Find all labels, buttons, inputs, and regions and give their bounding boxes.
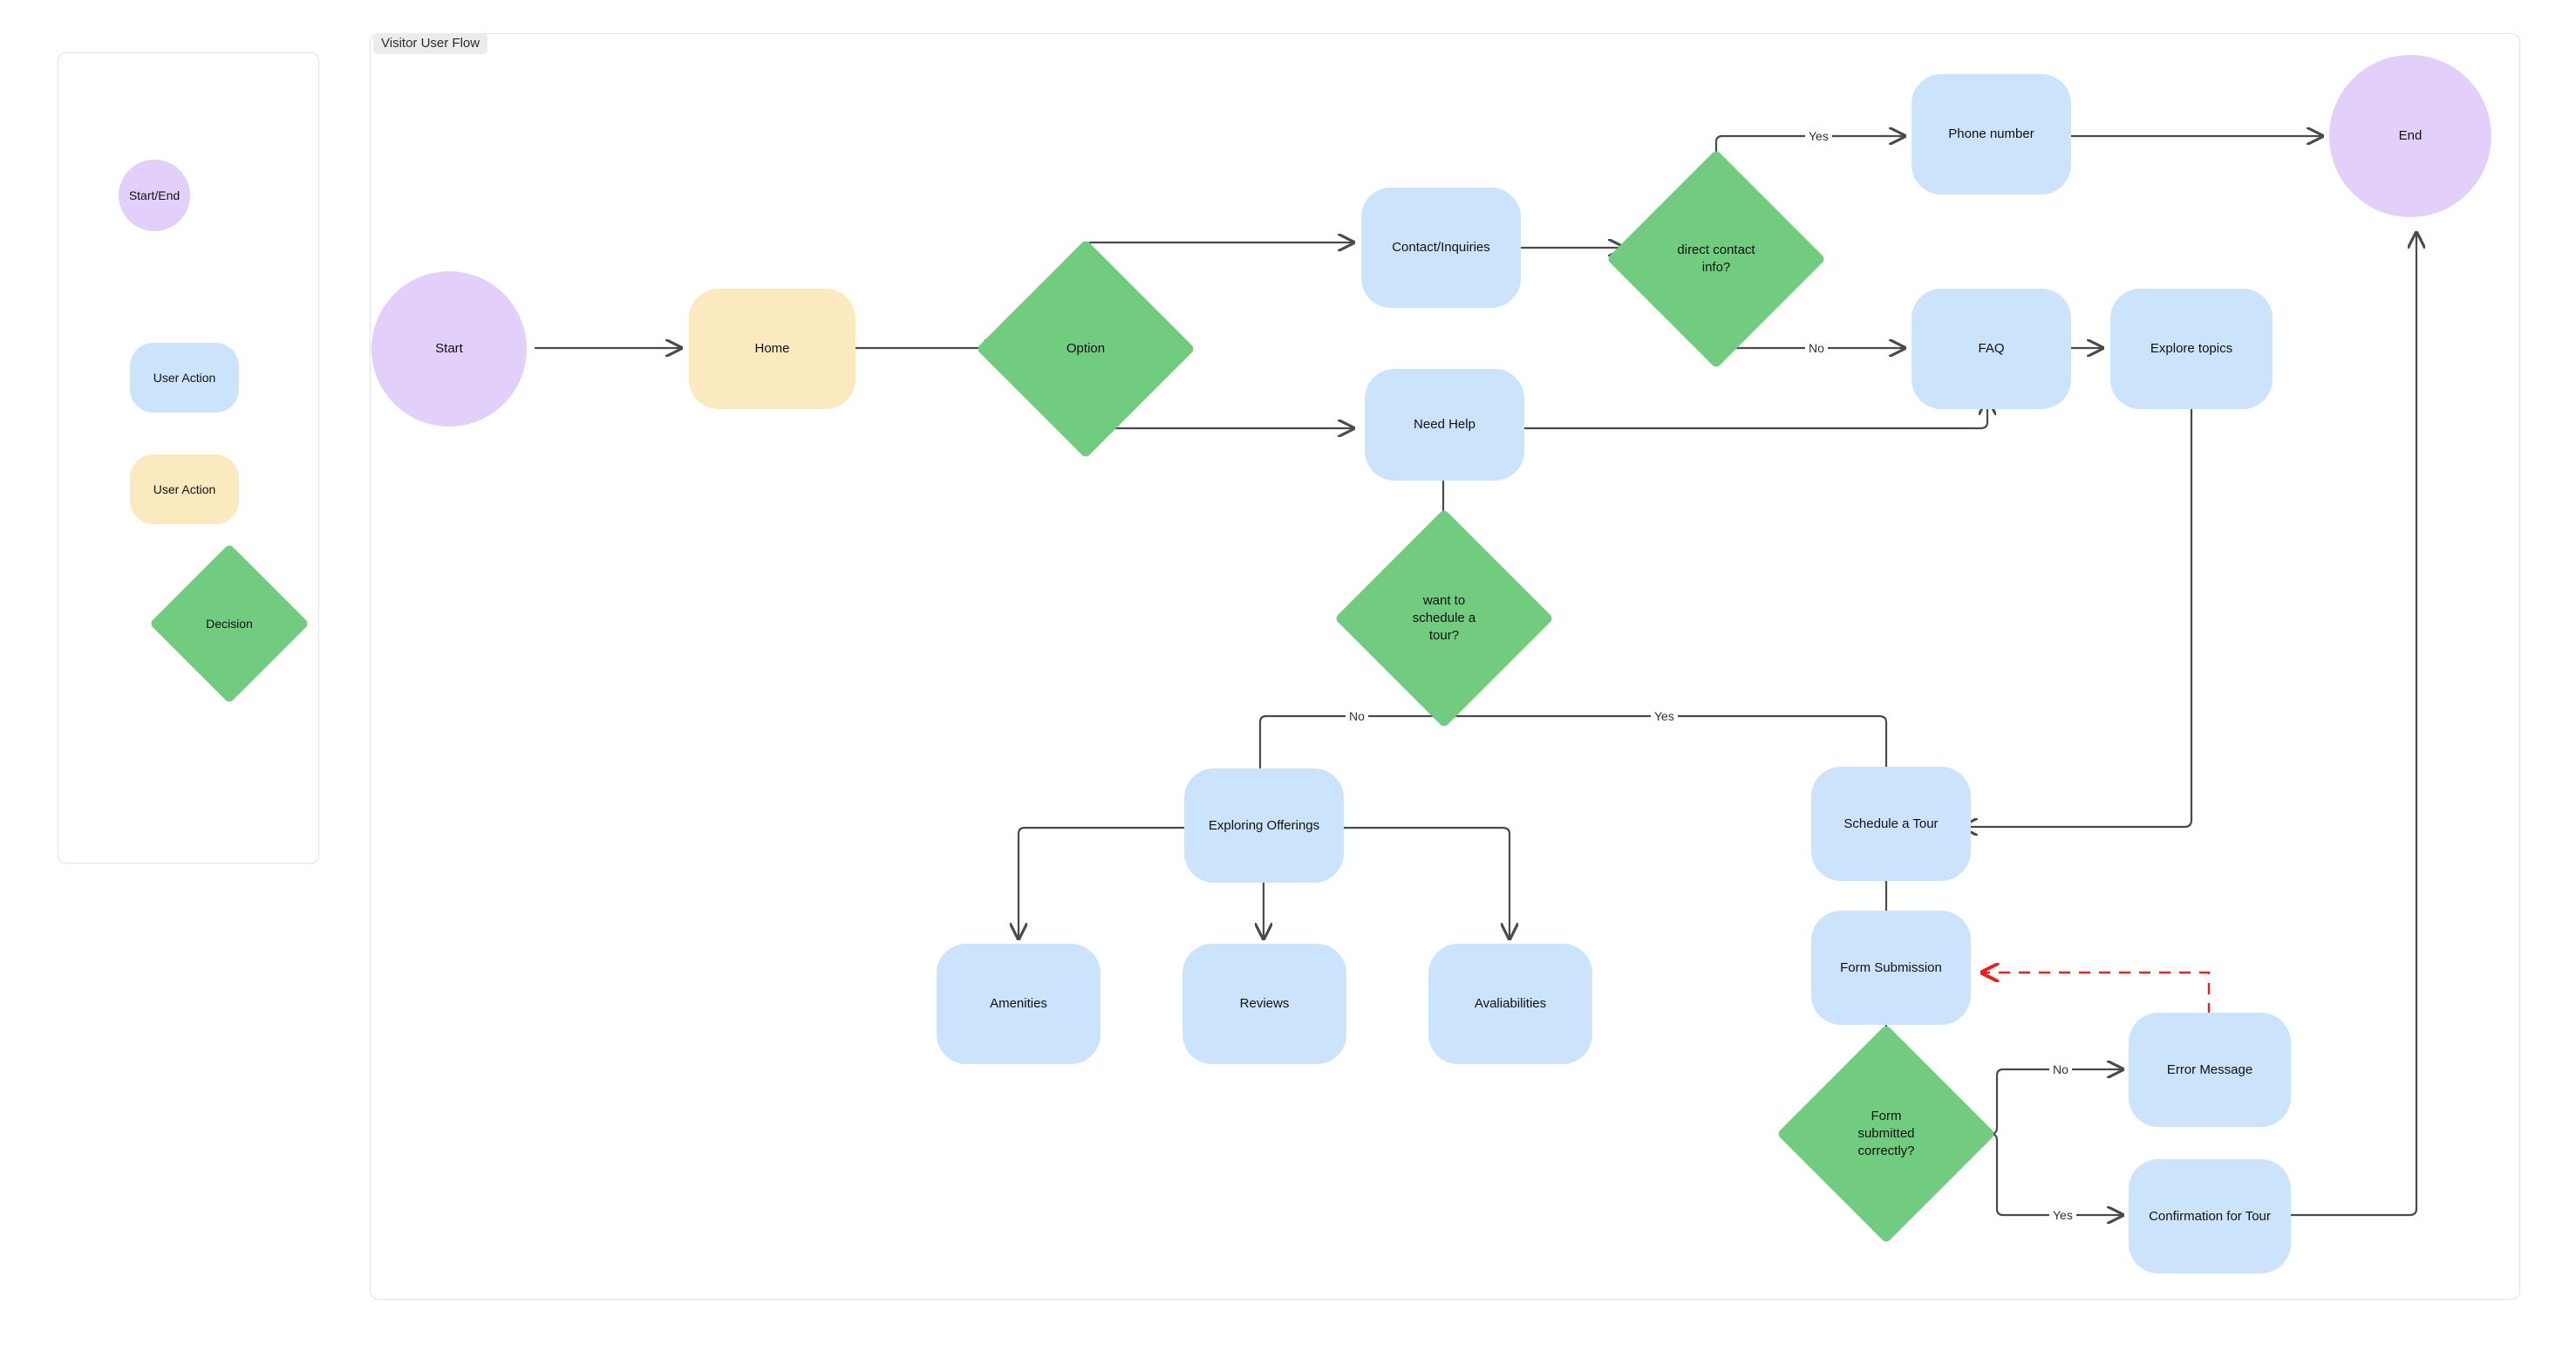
node-end[interactable]: End bbox=[2329, 55, 2491, 217]
legend-label-user-action-blue: User Action bbox=[153, 371, 216, 385]
node-exploring-offerings[interactable]: Exploring Offerings bbox=[1184, 768, 1344, 883]
node-label-direct-contact: direct contact info? bbox=[1677, 242, 1755, 275]
legend-item-start-end[interactable]: Start/End bbox=[119, 160, 190, 231]
node-label-availabilities: Avaliabilities bbox=[1474, 996, 1547, 1012]
node-start[interactable]: Start bbox=[371, 271, 527, 427]
node-explore-topics[interactable]: Explore topics bbox=[2110, 289, 2273, 409]
node-label-form-correct: Form submitted correctly? bbox=[1857, 1109, 1915, 1158]
node-option[interactable]: Option bbox=[976, 239, 1196, 459]
node-label-option: Option bbox=[1066, 341, 1106, 357]
node-reviews[interactable]: Reviews bbox=[1182, 944, 1346, 1064]
node-home[interactable]: Home bbox=[689, 289, 855, 409]
legend-label-start-end: Start/End bbox=[128, 188, 181, 202]
edge-label-no-want-tour: No bbox=[1346, 710, 1368, 722]
node-form-correct[interactable]: Form submitted correctly? bbox=[1776, 1024, 1996, 1244]
node-label-end: End bbox=[2398, 128, 2423, 144]
node-form-submission[interactable]: Form Submission bbox=[1811, 911, 1971, 1025]
node-error-message[interactable]: Error Message bbox=[2129, 1013, 2291, 1127]
node-phone-number[interactable]: Phone number bbox=[1912, 74, 2071, 195]
node-contact-inquiries[interactable]: Contact/Inquiries bbox=[1361, 188, 1521, 308]
node-availabilities[interactable]: Avaliabilities bbox=[1428, 944, 1592, 1064]
legend-item-user-action-yellow[interactable]: User Action bbox=[130, 454, 239, 524]
node-label-schedule-tour: Schedule a Tour bbox=[1843, 816, 1939, 831]
legend-panel: Start/End User Action User Action Decisi… bbox=[58, 52, 319, 864]
node-label-want-tour: want to schedule a tour? bbox=[1412, 593, 1476, 643]
node-label-explore-topics: Explore topics bbox=[2150, 341, 2233, 357]
edge-label-yes-form-confirmation: Yes bbox=[2049, 1209, 2076, 1221]
node-label-reviews: Reviews bbox=[1239, 996, 1290, 1012]
node-label-error-message: Error Message bbox=[2166, 1062, 2253, 1077]
node-amenities[interactable]: Amenities bbox=[937, 944, 1101, 1064]
legend-label-decision: Decision bbox=[206, 617, 253, 631]
node-label-confirmation-tour: Confirmation for Tour bbox=[2149, 1208, 2271, 1224]
node-label-form-submission: Form Submission bbox=[1840, 959, 1942, 975]
node-label-home: Home bbox=[754, 341, 790, 357]
legend-label-user-action-yellow: User Action bbox=[153, 482, 216, 496]
node-want-tour[interactable]: want to schedule a tour? bbox=[1334, 509, 1554, 728]
canvas-tab-label[interactable]: Visitor User Flow bbox=[373, 33, 488, 54]
node-need-help[interactable]: Need Help bbox=[1365, 369, 1524, 481]
node-schedule-tour[interactable]: Schedule a Tour bbox=[1811, 767, 1971, 881]
node-label-amenities: Amenities bbox=[990, 996, 1047, 1012]
edge-label-yes-direct-phone: Yes bbox=[1805, 130, 1832, 142]
node-faq[interactable]: FAQ bbox=[1912, 289, 2071, 409]
node-confirmation-tour[interactable]: Confirmation for Tour bbox=[2129, 1159, 2291, 1273]
edge-label-no-direct-faq: No bbox=[1805, 342, 1828, 354]
node-label-contact-inquiries: Contact/Inquiries bbox=[1392, 240, 1490, 256]
node-direct-contact[interactable]: direct contact info? bbox=[1606, 149, 1826, 369]
edge-label-no-form-error: No bbox=[2049, 1063, 2072, 1075]
node-label-phone-number: Phone number bbox=[1948, 126, 2034, 142]
legend-item-user-action-blue[interactable]: User Action bbox=[130, 343, 239, 413]
node-label-need-help: Need Help bbox=[1414, 417, 1475, 433]
node-label-faq: FAQ bbox=[1978, 341, 2005, 357]
node-label-exploring-offerings: Exploring Offerings bbox=[1208, 817, 1320, 833]
node-label-start: Start bbox=[435, 341, 463, 357]
legend-item-decision[interactable]: Decision bbox=[149, 543, 310, 704]
edge-label-yes-want-tour: Yes bbox=[1651, 710, 1678, 722]
